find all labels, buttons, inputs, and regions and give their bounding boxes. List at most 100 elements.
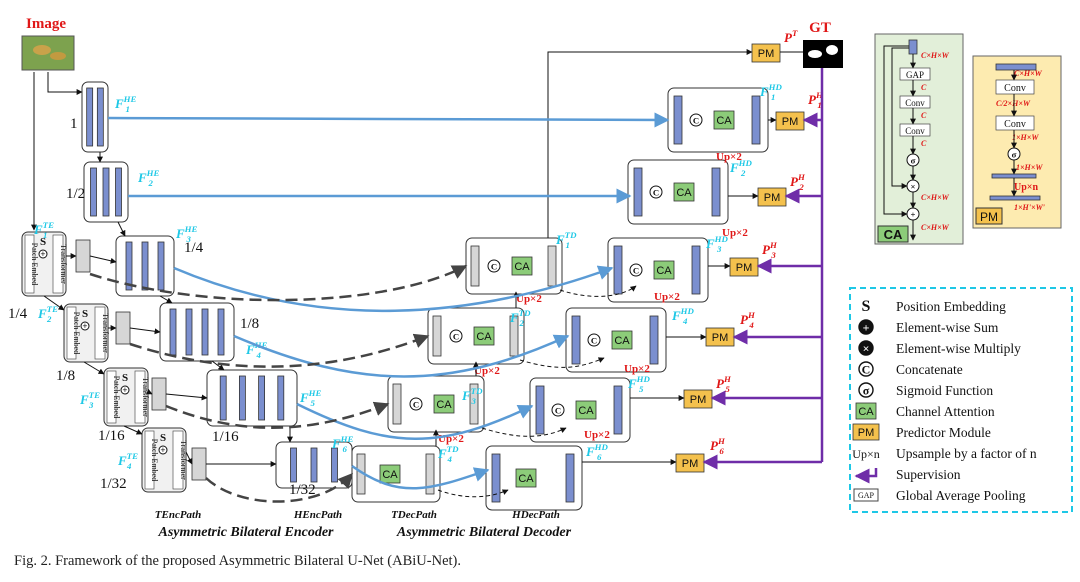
channel-attention-block [511,256,533,276]
channel-attention-block [433,394,455,414]
channel-attention-block [515,468,537,488]
ca-label: CA [656,265,672,277]
feature-base: F [509,310,519,325]
legend-sigma-icon-glyph: σ [863,384,870,398]
image-title: Image [26,16,66,32]
ca-dim-6: C×H×W [921,223,950,232]
transformer-label: Transformer [141,377,150,417]
skip-blue-1 [107,112,670,128]
position-embedding-icon: S [122,372,128,384]
feature-superscript: TD [471,386,483,396]
legend-text-5: Sigmoid Function [896,383,993,398]
pm-dim-3: 1×H×W [1012,133,1039,142]
feature-superscript: T [792,28,798,38]
feature-superscript: HD [768,82,783,92]
hdec-in-bar [633,167,643,217]
legend-text-4: Concatenate [896,362,963,377]
feature-base: P [740,312,749,327]
legend-up-icon: Up×n [852,447,879,461]
decoder-label: Asymmetric Bilateral Decoder [396,525,572,540]
tenc-feature-bar [191,447,207,481]
concat-icon-glyph: C [653,187,659,197]
henc-bar [141,241,149,291]
henc-bar [125,241,133,291]
dash-td-hd-4 [437,489,509,498]
pm-label: PM [712,332,729,344]
henc-bar [115,167,122,217]
gt-blob-1 [808,50,822,58]
tenc-feature-bar [115,311,131,345]
pm-input-bar [995,63,1037,71]
concat-icon-glyph: C [633,265,639,275]
pm-dim-4: 1×H×W [1016,163,1043,172]
pm-sigmoid-icon-glyph: σ [1012,149,1017,159]
legend-text-6: Channel Attention [896,404,995,419]
feature-base: P [808,92,817,107]
ca-bypass-sum [883,45,909,217]
legend-plus-icon-glyph: + [863,321,870,335]
henc-bar [258,375,266,421]
ca-gap-label: GAP [906,70,924,80]
pm-dim-5: 1×H'×W' [1014,203,1046,212]
patch-embed-box [66,306,77,360]
pm-module-tag [975,207,1003,225]
skip-blue-6 [351,464,490,490]
feature-base: F [671,308,681,323]
feature-superscript: TD [519,308,531,318]
henc-stage-2 [83,161,129,223]
ca-label: CA [436,399,452,411]
legend-text-1: Position Embedding [896,299,1006,314]
position-embedding-icon: S [40,236,46,248]
hdec-in-bar [535,385,545,435]
input-image-dog-1 [33,45,51,55]
feature-subscript: 5 [311,398,316,408]
sum-icon [158,445,168,455]
sum-icon-glyph: + [122,385,127,395]
feature-base: P [710,438,719,453]
ca-dim-1: C×H×W [921,51,950,60]
legend-times-icon [858,340,874,356]
patch-embed-box [106,370,117,424]
tenc-down-arrow-1 [43,295,65,311]
henc-bar [290,447,297,483]
concat-icon-glyph: C [453,331,459,341]
tenc-down-arrow-3 [123,425,143,435]
henc-bar [102,167,110,217]
ca-dim-5: C×H×W [921,193,950,202]
channel-attention-block [713,110,735,130]
skip-blue-5 [296,402,534,440]
henc-down-arrow-4 [211,360,225,371]
henc-bar [310,447,318,483]
hdec-out-bar [649,315,659,365]
ca-label: CA [614,335,630,347]
henc-bar [169,308,177,356]
feature-subscript: 2 [798,182,804,192]
henc-bar [96,87,104,147]
feature-superscript: H [797,172,806,182]
feature-base: F [299,390,309,405]
feature-subscript: 5 [725,384,730,394]
sum-icon-glyph: + [82,321,87,331]
ca-bypass-multiply [891,47,909,189]
hdec-out-bar [691,245,701,295]
patch-embed-label: Patch Embed [150,439,159,481]
feature-base: F [79,392,89,407]
feature-superscript: TE [127,451,138,461]
pm-label: PM [782,116,799,128]
hdec-up2-label-4: Up×2 [624,363,650,375]
feature-subscript: 1 [817,100,821,110]
tdec-out-bar [469,383,479,425]
feature-subscript: 1 [566,240,570,250]
feature-subscript: 6 [597,452,602,462]
concat-icon-glyph: C [413,399,419,409]
